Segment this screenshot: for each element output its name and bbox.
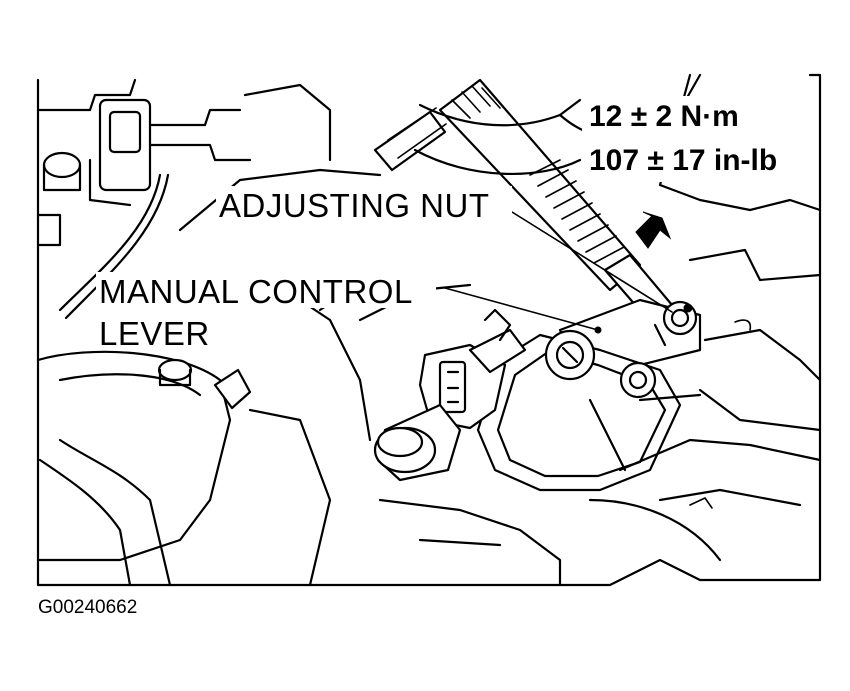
lower-mid-components [378,393,822,587]
upper-left-components [36,78,382,320]
manual-control-lever-leader [444,287,599,331]
adjusting-nut-leader [511,211,673,313]
adjusting-nut-label: ADJUSTING NUT [219,187,490,224]
label-mask-lever [96,314,224,350]
range-switch-housing [476,329,682,492]
cable-clip [373,107,447,172]
manual-control-label-line2: LEVER [99,315,210,352]
label-mask-adjusting [216,186,512,222]
label-mask-manual [96,272,436,308]
manual-control-label-line1: MANUAL CONTROL [99,273,413,310]
illustration-outline [36,73,822,587]
select-rod [373,403,462,482]
figure-code: G00240662 [38,597,138,618]
label-mask-torque [582,96,810,182]
direction-arrow [635,211,672,249]
torque-metric-label: 12 ± 2 N·m [589,100,739,133]
transaxle-right-section [688,198,822,432]
torque-imperial-label: 107 ± 17 in-lb [589,144,778,177]
